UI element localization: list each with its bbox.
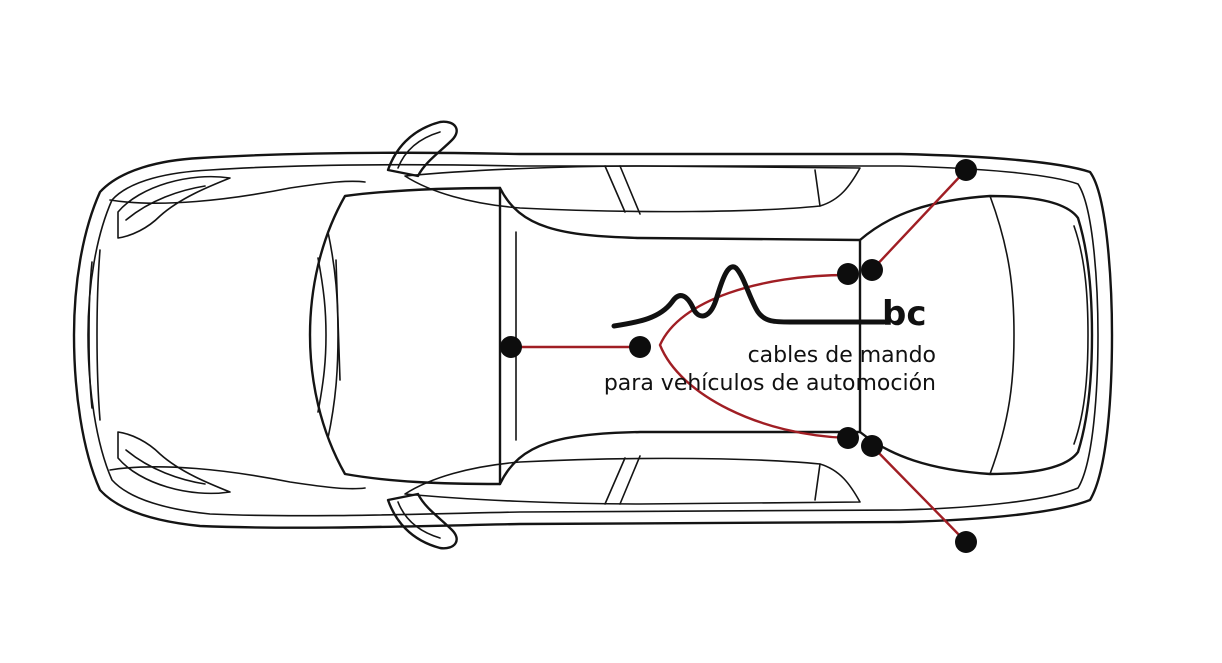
caption-line-2: para vehículos de automoción: [604, 371, 936, 396]
cable-routing: [509, 168, 968, 544]
node-bottom-outer: [861, 435, 883, 457]
front-grille: [88, 249, 101, 421]
brand-logo: bc: [611, 264, 927, 334]
node-center: [629, 336, 651, 358]
cable-rear-bottom: [870, 444, 968, 544]
side-windows-top: [404, 165, 861, 215]
mirror-left: [386, 120, 458, 178]
cable-loop: [658, 273, 850, 440]
cable-nodes: [500, 159, 977, 553]
node-front: [500, 336, 522, 358]
rear-window: [858, 194, 1094, 476]
node-bottom-inner: [837, 427, 859, 449]
logo-wave-icon: [611, 264, 887, 329]
roof: [498, 186, 862, 486]
logo-text: bc: [882, 294, 927, 334]
headlight-left: [117, 175, 231, 239]
side-windows-bottom: [404, 455, 861, 505]
node-top-outer: [861, 259, 883, 281]
caption-line-1: cables de mando: [748, 343, 936, 368]
node-rear-bottom: [955, 531, 977, 553]
mirror-right: [386, 492, 458, 550]
cable-rear-top: [870, 168, 968, 272]
node-top-inner: [837, 263, 859, 285]
headlight-right: [117, 431, 231, 495]
windshield: [308, 186, 502, 486]
node-rear-top: [955, 159, 977, 181]
